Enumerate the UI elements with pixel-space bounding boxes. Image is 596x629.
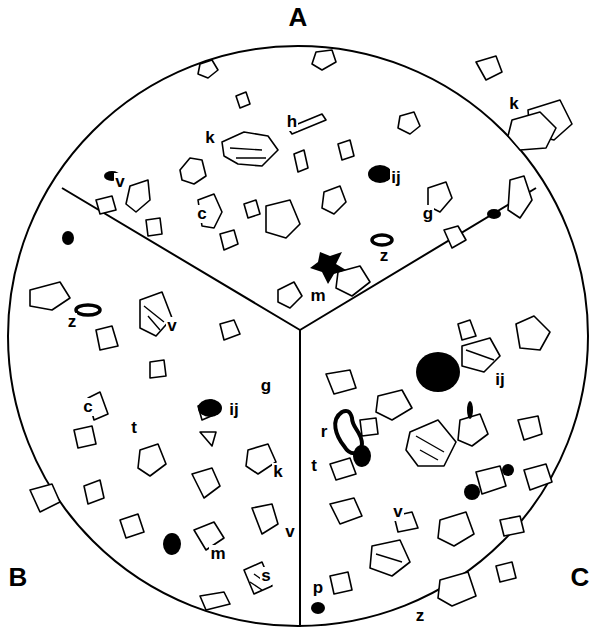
grain-label: z	[379, 247, 390, 265]
grain-label: c	[82, 398, 93, 416]
grain-label: z	[67, 313, 78, 331]
sector-letter: B	[8, 564, 29, 591]
mineral-grains	[30, 50, 572, 610]
grain-label: s	[260, 567, 271, 585]
grain-label: c	[196, 205, 207, 223]
ring-grain	[335, 411, 362, 453]
grain-label: v	[284, 523, 295, 541]
grain-label: v	[114, 173, 125, 191]
ring-grain	[372, 235, 392, 245]
grain-label: ij	[494, 371, 505, 389]
grain-label: g	[422, 205, 434, 223]
grain-label: v	[392, 503, 403, 521]
grain-label: k	[204, 129, 215, 147]
grain-label: z	[415, 607, 426, 625]
grain-label: r	[320, 423, 329, 441]
field-circle	[8, 46, 588, 626]
sector-letter: C	[570, 564, 591, 591]
grain-label: p	[312, 579, 324, 597]
grain-label: m	[309, 287, 326, 305]
grain-label: m	[209, 545, 226, 563]
grain-label: t	[310, 457, 318, 475]
grain-label: g	[260, 377, 272, 395]
sector-divider	[62, 188, 536, 627]
grain-label: ij	[390, 169, 401, 187]
grain-label: t	[130, 419, 138, 437]
grain-texture	[144, 148, 494, 590]
grain-label: v	[166, 317, 177, 335]
ring-grain	[76, 305, 100, 315]
grain-label: k	[508, 95, 519, 113]
grain-label: k	[272, 463, 283, 481]
opaque-grains	[62, 165, 514, 614]
grain-label: ij	[228, 401, 239, 419]
grain-label: h	[286, 113, 298, 131]
sector-letter: A	[288, 4, 309, 31]
